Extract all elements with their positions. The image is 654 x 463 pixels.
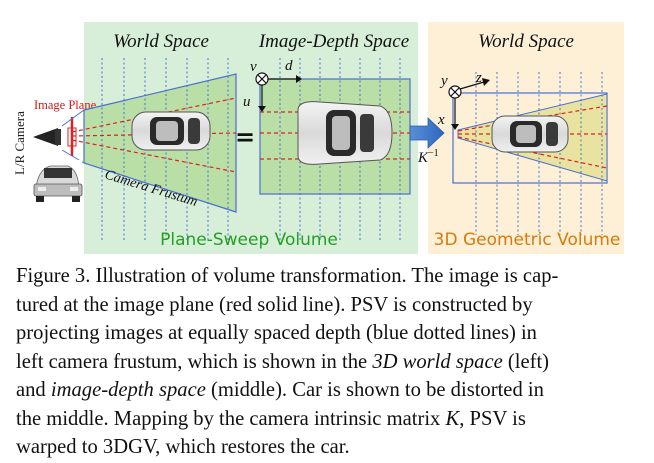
caption-line-3: projecting images at equally spaced dept… <box>16 322 537 344</box>
caption-line-7: warped to 3DGV, which restores the car. <box>16 436 350 458</box>
caption-line-2: tured at the image plane (red solid line… <box>16 293 533 316</box>
k-inverse-label: K−1 <box>417 148 439 166</box>
psv-title: Plane-Sweep Volume <box>160 230 338 250</box>
caption-line-6: the middle. Mapping by the camera intrin… <box>16 407 526 430</box>
caption-line-4: left camera frustum, which is shown in t… <box>16 350 550 373</box>
axis-origin-middle <box>255 72 302 112</box>
depth-lines-right <box>475 72 603 235</box>
caption-line-1: Figure 3. Illustration of volume transfo… <box>16 265 559 287</box>
axis-z-label: z <box>475 70 482 86</box>
axis-v-label: v <box>250 59 257 75</box>
figure-caption: Figure 3. Illustration of volume transfo… <box>16 262 640 462</box>
equals-sign: = <box>235 123 255 151</box>
axis-origin-right <box>448 78 490 130</box>
transform-arrow-icon <box>409 117 445 149</box>
figure-illustration: World Space Image-Depth Space World Spac… <box>12 22 624 254</box>
car-top-view-middle <box>297 101 393 165</box>
axis-u-label: u <box>243 94 251 110</box>
axis-x-label: x <box>437 112 445 128</box>
header-world-space-right: World Space <box>478 31 574 52</box>
header-image-depth-space: Image-Depth Space <box>258 31 409 52</box>
car-front-photo <box>30 160 83 204</box>
image-plane-label: Image Plane <box>34 98 97 112</box>
header-world-space-left: World Space <box>113 31 209 52</box>
tdgv-title: 3D Geometric Volume <box>434 230 621 250</box>
car-top-view-left <box>131 111 211 151</box>
car-top-view-right <box>491 115 569 153</box>
camera-icon <box>33 128 58 146</box>
axis-y-label: y <box>439 73 448 89</box>
camera-label: L/R Camera <box>12 111 27 175</box>
camera-body-icon <box>55 129 61 145</box>
axis-d-label: d <box>285 58 293 74</box>
caption-line-5: and image-depth space (middle). Car is s… <box>16 379 544 401</box>
